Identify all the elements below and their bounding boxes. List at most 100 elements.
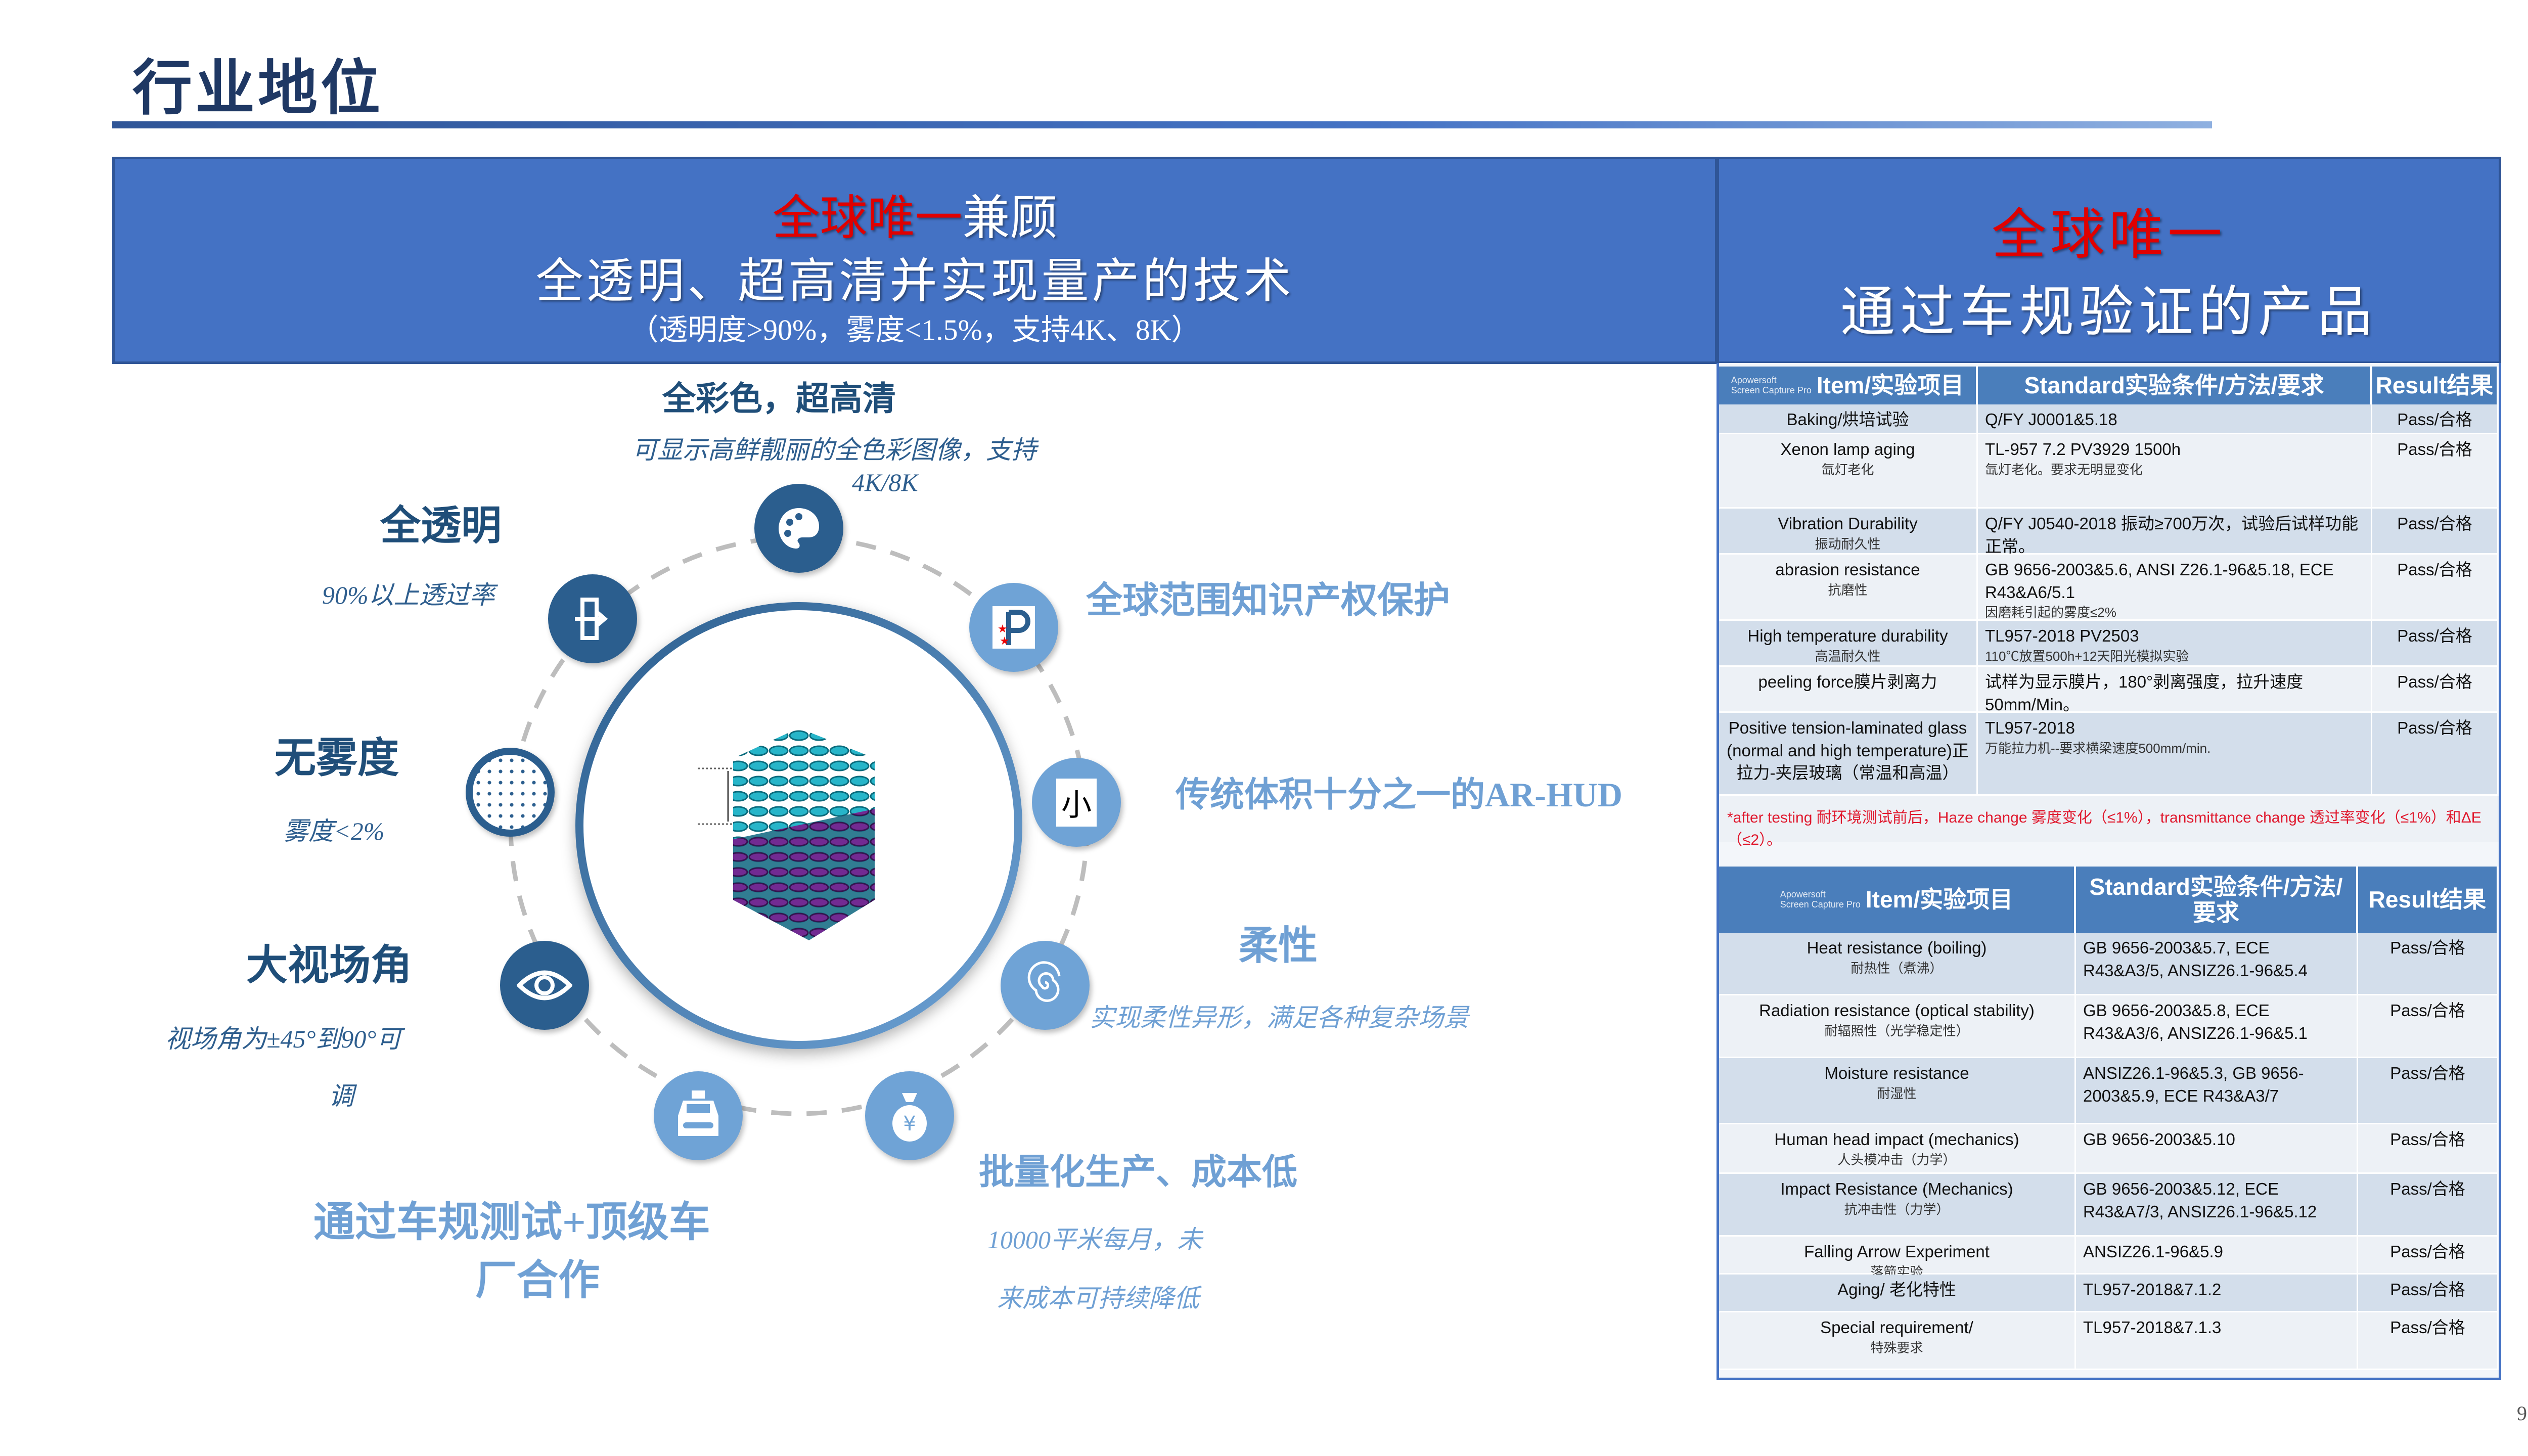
table-header-text: Result结果 — [2375, 372, 2494, 399]
cell-standard: TL957-2018 万能拉力机--要求横梁速度500mm/min. — [1978, 713, 2372, 796]
cell-result-text: Pass/合格 — [2397, 672, 2472, 691]
left-header-banner: 全球唯一兼顾 全透明、超高清并实现量产的技术 （透明度>90%，雾度<1.5%，… — [112, 157, 1718, 364]
table-footnote: *after testing 耐环境测试前后，Haze change 雾度变化（… — [1719, 796, 2499, 848]
cell-item-text: Positive tension-laminated glass (normal… — [1727, 718, 1969, 783]
cell-result-text: Pass/合格 — [2390, 1130, 2465, 1149]
cell-standard-text: ANSIZ26.1-96&5.9 — [2083, 1242, 2223, 1261]
cell-item: Heat resistance (boiling) 耐热性（煮沸） — [1719, 933, 2076, 995]
cell-result: Pass/合格 — [2372, 404, 2499, 434]
cell-standard-cn: 因磨耗引起的雾度≤2% — [1985, 605, 2116, 620]
feature-mass-desc-2: 来成本可持续降低 — [997, 1284, 1199, 1312]
header-line3: （透明度>90%，雾度<1.5%，支持4K、8K） — [629, 313, 1201, 346]
cell-standard-text: ANSIZ26.1-96&5.3, GB 9656-2003&5.9, ECE … — [2083, 1064, 2304, 1105]
cell-result-text: Pass/合格 — [2390, 1064, 2465, 1082]
cell-item: Radiation resistance (optical stability)… — [1719, 995, 2076, 1058]
header-line2: 通过车规验证的产品 — [1840, 283, 2377, 343]
cell-item-text: Xenon lamp aging — [1780, 440, 1915, 459]
feature-diagram — [508, 535, 1090, 1116]
watermark-line: Apowersoft — [1780, 889, 1826, 899]
feature-flex-title: 柔性 — [1239, 924, 1318, 968]
svg-text:★: ★ — [1000, 634, 1010, 647]
small-size-icon: 小 — [1032, 758, 1121, 847]
cell-result-text: Pass/合格 — [2397, 514, 2472, 533]
cell-result: Pass/合格 — [2372, 555, 2499, 621]
cell-item-cn: 耐辐照性（光学稳定性） — [1824, 1023, 1969, 1038]
cell-standard: GB 9656-2003&5.10 — [2076, 1124, 2358, 1174]
table-header-text: Standard实验条件/方法/要求 — [2089, 873, 2343, 926]
cell-result-text: Pass/合格 — [2397, 410, 2472, 429]
cell-result: Pass/合格 — [2372, 667, 2499, 713]
cell-result-text: Pass/合格 — [2397, 440, 2472, 459]
cell-item-text: Heat resistance (boiling) — [1807, 938, 1987, 957]
feature-mass-title: 批量化生产、成本低 — [979, 1153, 1297, 1192]
cell-item: Aging/ 老化特性 — [1719, 1275, 2076, 1312]
intellectual-property-icon: ★★ — [969, 583, 1058, 672]
cell-item-text: peeling force膜片剥离力 — [1758, 672, 1937, 691]
table-header: Result结果 — [2358, 867, 2499, 933]
cell-result: Pass/合格 — [2358, 1237, 2499, 1275]
cell-item: Baking/烘培试验 — [1719, 404, 1978, 434]
feature-fov-desc: 视场角为±45°到90°可 — [165, 1025, 402, 1053]
enter-door-icon — [548, 574, 637, 663]
cell-result: Pass/合格 — [2358, 1058, 2499, 1124]
cell-standard-text: Q/FY J0001&5.18 — [1985, 410, 2117, 429]
cell-standard-cn: 110℃放置500h+12天阳光模拟实验 — [1985, 648, 2189, 664]
highlight-text: 全球唯一 — [772, 192, 963, 245]
cell-item: Human head impact (mechanics)人头模冲击（力学） — [1719, 1124, 2076, 1174]
header-text: 兼顾 — [962, 192, 1058, 245]
cell-standard: 试样为显示膜片，180°剥离强度，拉升速度50mm/Min。 — [1978, 667, 2372, 714]
cell-standard-text: GB 9656-2003&5.8, ECE R43&A3/6, ANSIZ26.… — [2083, 1001, 2308, 1042]
watermark-line: Apowersoft — [1731, 375, 1777, 385]
cell-result: Pass/合格 — [2358, 1275, 2499, 1312]
cell-standard-text: TL957-2018&7.1.3 — [2083, 1318, 2222, 1337]
cell-item: Impact Resistance (Mechanics)抗冲击性（力学） — [1719, 1174, 2076, 1237]
cell-item-text: Vibration Durability — [1778, 514, 1918, 533]
cell-standard-cn: 万能拉力机--要求横梁速度500mm/min. — [1985, 740, 2211, 756]
cell-item: Special requirement/特殊要求 — [1719, 1312, 2076, 1370]
cell-result-text: Pass/合格 — [2390, 1179, 2465, 1198]
cell-result-text: Pass/合格 — [2390, 1242, 2465, 1261]
cell-item: peeling force膜片剥离力 — [1719, 667, 1978, 713]
page-number: 9 — [2517, 1402, 2527, 1425]
cell-item-cn: 人头模冲击（力学） — [1837, 1152, 1956, 1167]
cell-result-text: Pass/合格 — [2390, 1001, 2465, 1020]
cell-standard-text: 试样为显示膜片，180°剥离强度，拉升速度50mm/Min。 — [1985, 672, 2304, 714]
feature-transparent-desc: 90%以上透过率 — [322, 581, 495, 609]
cell-result: Pass/合格 — [2372, 509, 2499, 555]
cell-standard-text: GB 9656-2003&5.12, ECE R43&A7/3, ANSIZ26… — [2083, 1179, 2317, 1221]
cell-item-text: abrasion resistance — [1775, 560, 1920, 579]
highlight-text: 全球唯一 — [1991, 205, 2226, 265]
table-header-text: Standard实验条件/方法/要求 — [2024, 372, 2324, 399]
cell-result: Pass/合格 — [2372, 434, 2499, 509]
cell-standard: Q/FY J0540-2018 振动≥700万次，试验后试样功能正常。 — [1978, 509, 2372, 556]
cell-item-text: Aging/ 老化特性 — [1837, 1280, 1956, 1299]
cell-item-cn: 耐热性（煮沸） — [1850, 960, 1943, 976]
feature-haze-desc: 雾度<2% — [283, 817, 385, 845]
cell-standard-text: TL957-2018 — [1985, 718, 2075, 737]
feature-hud-title: 传统体积十分之一的AR-HUD — [1176, 776, 1622, 814]
cell-item-text: High temperature durability — [1747, 626, 1948, 645]
feature-fov-desc-2: 调 — [329, 1082, 354, 1110]
cell-result: Pass/合格 — [2358, 1312, 2499, 1370]
cell-result: Pass/合格 — [2372, 621, 2499, 667]
feature-auto-title-2: 厂合作 — [475, 1257, 600, 1303]
cell-item-text: Baking/烘培试验 — [1786, 410, 1909, 429]
cell-item-text: Special requirement/ — [1820, 1318, 1973, 1337]
car-icon — [654, 1071, 743, 1160]
cell-standard: GB 9656-2003&5.6, ANSI Z26.1-96&5.18, EC… — [1978, 555, 2372, 621]
cell-standard-text: TL957-2018 PV2503 — [1985, 626, 2139, 645]
cell-standard: TL957-2018 PV2503 110℃放置500h+12天阳光模拟实验 — [1978, 621, 2372, 667]
dotted-haze-icon — [466, 748, 555, 837]
cell-standard-text: GB 9656-2003&5.7, ECE R43&A3/5, ANSIZ26.… — [2083, 938, 2308, 980]
cell-item-text: Falling Arrow Experiment — [1804, 1242, 1990, 1261]
right-header-banner: 全球唯一 通过车规验证的产品 — [1717, 157, 2501, 364]
